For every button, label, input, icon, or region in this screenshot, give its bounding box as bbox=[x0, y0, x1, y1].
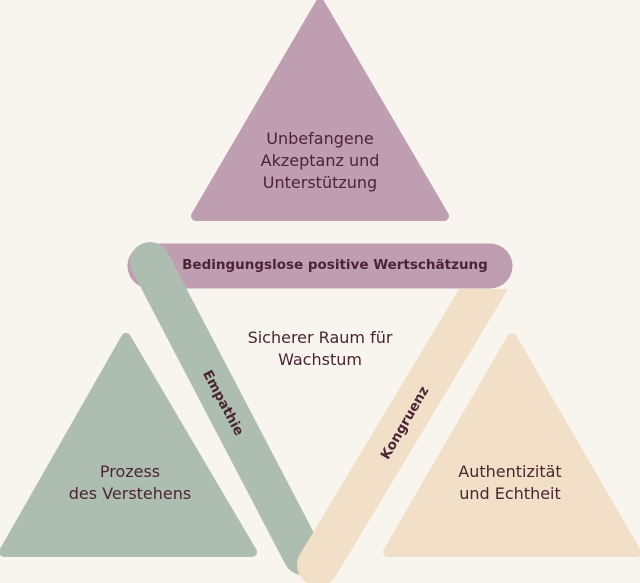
left-label-line2: des Verstehens bbox=[68, 484, 192, 503]
center-label-line2: Wachstum bbox=[278, 350, 362, 369]
top-triangle bbox=[191, 0, 449, 221]
right-label-line2: und Echtheit bbox=[459, 484, 561, 503]
center-label-line1: Sicherer Raum für bbox=[247, 328, 393, 347]
left-triangle-label: Prozess des Verstehens bbox=[40, 461, 220, 505]
top-label-line3: Unterstützung bbox=[262, 173, 378, 192]
top-band-label: Bedingungslose positive Wertschätzung bbox=[182, 257, 488, 273]
right-triangle bbox=[383, 333, 640, 557]
right-triangle-label: Authentizität und Echtheit bbox=[420, 461, 600, 505]
top-label-line2: Akzeptanz und bbox=[260, 151, 380, 170]
top-triangle-label: Unbefangene Akzeptanz und Unterstützung bbox=[220, 128, 420, 194]
right-label-line1: Authentizität bbox=[458, 462, 562, 481]
center-label: Sicherer Raum für Wachstum bbox=[215, 327, 425, 371]
right-band bbox=[297, 289, 509, 583]
left-label-line1: Prozess bbox=[99, 462, 161, 481]
top-label-line1: Unbefangene bbox=[266, 129, 374, 148]
left-triangle bbox=[0, 333, 257, 557]
left-band bbox=[130, 242, 323, 575]
